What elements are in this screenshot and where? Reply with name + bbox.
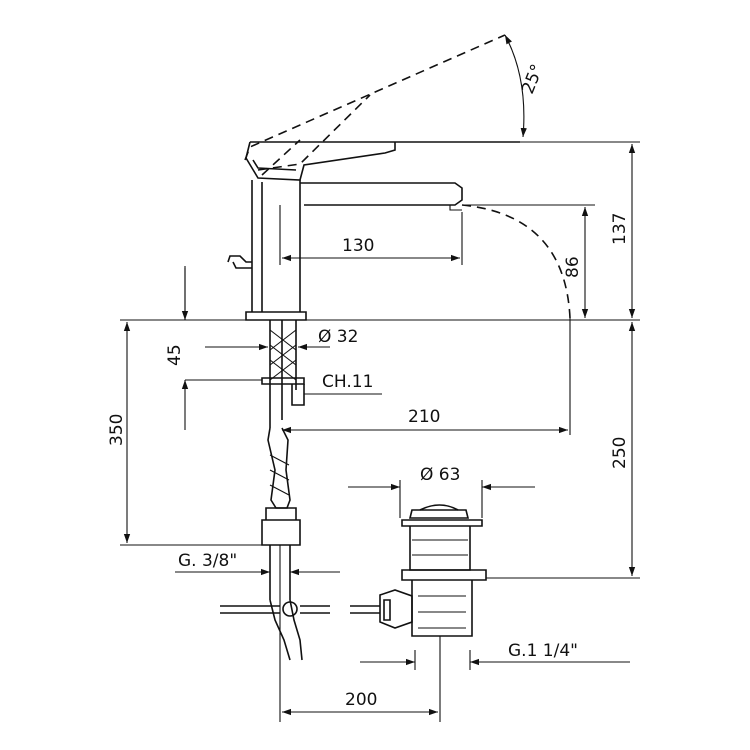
- mixer-outline: [227, 141, 520, 321]
- below-deck-label: 250: [610, 437, 630, 469]
- total-height-label: 137: [610, 213, 630, 245]
- pop-up-waste: [220, 504, 487, 637]
- hose-thread-label: G. 3/8": [178, 551, 237, 571]
- shank-length-label: 45: [165, 344, 185, 366]
- waste-thread-label: G.1 1/4": [508, 641, 578, 661]
- spout-reach-label: 130: [342, 236, 374, 256]
- lever-open-position: [244, 34, 506, 176]
- projection-label: 210: [408, 407, 440, 427]
- angle-label: 25°: [518, 61, 548, 96]
- waste-diameter-label: Ø 63: [420, 465, 460, 485]
- hose-length-label: 350: [107, 414, 127, 446]
- shank-diameter-label: Ø 32: [318, 327, 358, 347]
- spout-height-label: 86: [563, 256, 583, 278]
- dimension-lines: [120, 34, 640, 722]
- water-jet-arc: [461, 204, 571, 319]
- hex-key-label: CH.11: [322, 372, 373, 392]
- centre-distance-label: 200: [345, 690, 377, 710]
